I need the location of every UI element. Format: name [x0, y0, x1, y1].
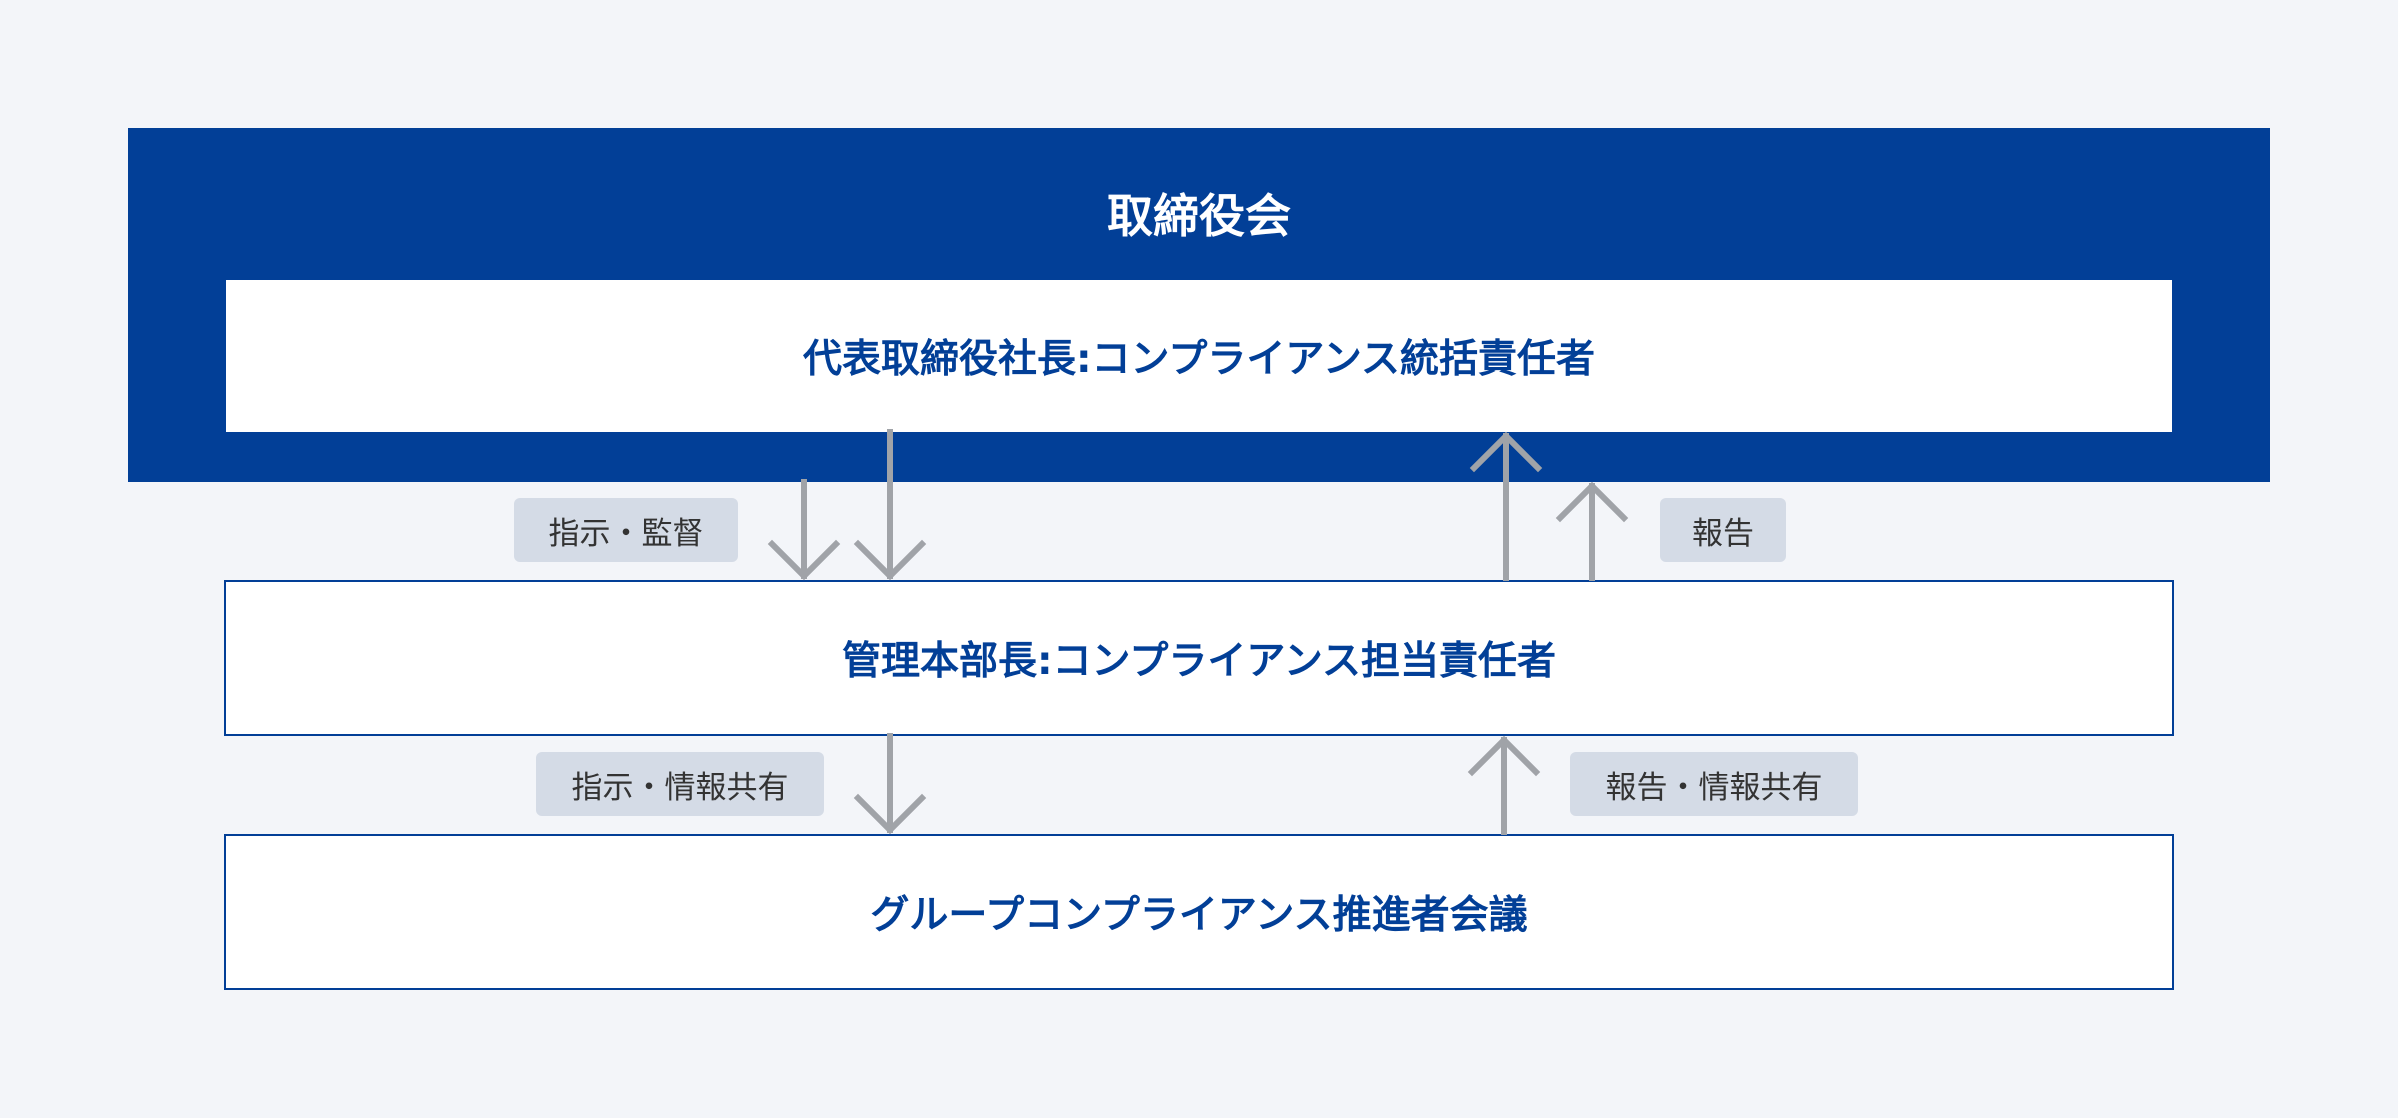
down-arrow-president-to-admin: [853, 429, 927, 581]
instruct-share-text: 指示・情報共有: [571, 769, 789, 806]
down-arrow-admin-to-meeting: [853, 733, 927, 835]
report-share-text: 報告・情報共有: [1605, 769, 1823, 806]
up-arrow-admin-to-president: [1469, 431, 1543, 581]
report-share-tag: 報告・情報共有: [1570, 752, 1858, 816]
instruct-supervise-tag: 指示・監督: [514, 498, 738, 562]
admin-head-label: 管理本部長:コンプライアンス担当責任者: [841, 639, 1557, 684]
admin-head-box: 管理本部長:コンプライアンス担当責任者: [224, 580, 2174, 736]
compliance-meeting-label: グループコンプライアンス推進者会議: [870, 893, 1528, 938]
up-arrow-admin-to-board: [1555, 481, 1629, 581]
report-text: 報告: [1692, 515, 1754, 552]
compliance-meeting-box: グループコンプライアンス推進者会議: [224, 834, 2174, 990]
down-arrow-board-to-admin-1: [767, 479, 841, 581]
president-box: 代表取締役社長:コンプライアンス統括責任者: [226, 280, 2172, 432]
instruct-share-tag: 指示・情報共有: [536, 752, 824, 816]
president-label: 代表取締役社長:コンプライアンス統括責任者: [802, 337, 1596, 382]
up-arrow-meeting-to-admin: [1467, 735, 1541, 835]
report-tag: 報告: [1660, 498, 1786, 562]
instruct-supervise-text: 指示・監督: [548, 515, 704, 552]
board-title: 取締役会: [1107, 189, 1291, 243]
